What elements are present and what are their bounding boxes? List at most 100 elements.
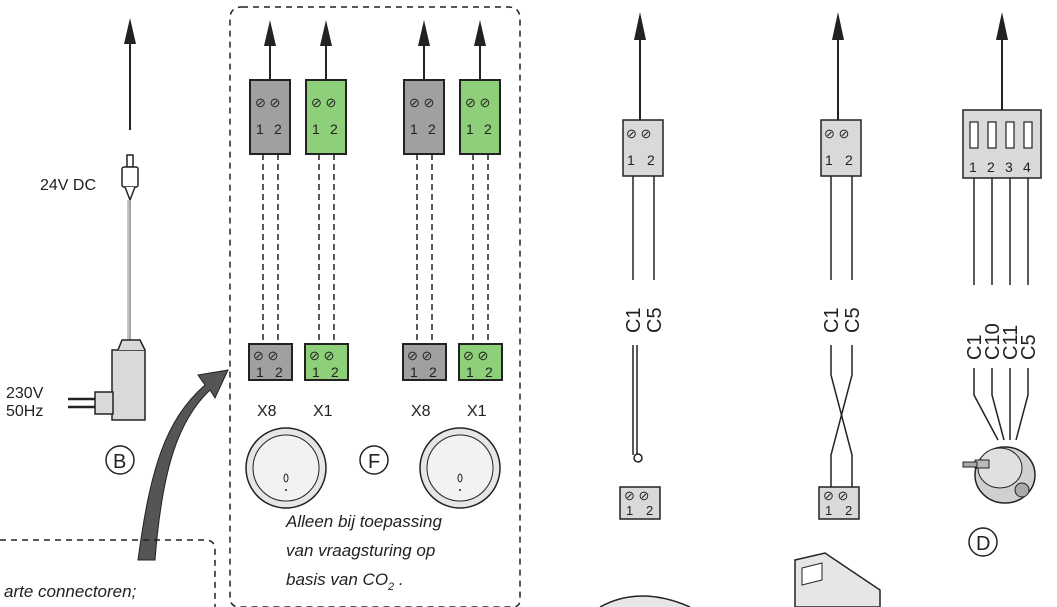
input-frequency-label: 50Hz [6,403,43,420]
connector-top [249,79,291,155]
svg-text:⊘ ⊘: ⊘ ⊘ [309,348,334,363]
svg-text:1: 1 [256,364,264,380]
connector-top [305,79,347,155]
svg-text:⊘ ⊘: ⊘ ⊘ [409,95,434,110]
wire-label-c1: C1 [821,307,843,333]
output-voltage-label: 24V DC [40,177,96,194]
svg-text:F: F [368,451,380,473]
svg-text:1: 1 [969,159,977,175]
arrow-up-icon [634,12,646,40]
svg-text:2: 2 [845,503,852,518]
connector-bottom [458,343,503,381]
wiring-b-bottom-connector [818,486,860,520]
svg-text:2: 2 [428,121,436,137]
wire-label-c5: C5 [842,307,864,333]
co2-group [229,6,521,607]
wiring-a-connector [622,119,664,177]
svg-text:2: 2 [275,364,283,380]
power-supply: 24V DC 230V 50Hz B [6,18,146,475]
svg-text:⊘ ⊘: ⊘ ⊘ [823,488,848,503]
svg-text:3: 3 [1005,159,1013,175]
arrow-up-icon [832,12,844,40]
svg-text:1: 1 [466,121,474,137]
arrow-up-icon [320,20,332,46]
wire-label-c1: C1 [623,307,645,333]
svg-text:⊘ ⊘: ⊘ ⊘ [626,126,651,141]
arrow-up-icon [996,12,1008,40]
wiring-a-bottom-connector [619,486,661,520]
input-voltage-label: 230V [6,385,44,402]
svg-text:⊘ ⊘: ⊘ ⊘ [253,348,278,363]
svg-text:1: 1 [825,152,833,168]
svg-text:2: 2 [429,364,437,380]
svg-text:B: B [113,451,126,473]
svg-text:2: 2 [647,152,655,168]
arrow-up-icon [418,20,430,46]
marker-f [359,445,389,475]
svg-text:1: 1 [626,503,633,518]
wiring-b-connector [820,119,862,177]
svg-text:⊘ ⊘: ⊘ ⊘ [463,348,488,363]
wiring-b: ⊘ ⊘ 1 2 C1 C5 ⊘ ⊘ 1 2 [794,12,881,607]
connector-top [403,79,445,155]
svg-text:1: 1 [312,364,320,380]
svg-text:D: D [976,533,990,555]
svg-text:1: 1 [256,121,264,137]
left-note-text: arte connectoren; [4,582,137,601]
co2-sensor-left [245,427,327,509]
co2-note-line3: basis van CO2 . [286,570,404,593]
svg-text:⊘ ⊘: ⊘ ⊘ [624,488,649,503]
connector-bottom [402,343,447,381]
co2-note-line2: van vraagsturing op [286,541,435,560]
wire-label-c5: C5 [1018,334,1040,360]
svg-text:⊘ ⊘: ⊘ ⊘ [407,348,432,363]
connector-name-label: X1 [467,403,487,420]
wire-label-c11: C11 [1000,325,1022,360]
svg-text:1: 1 [312,121,320,137]
connector-bottom [304,343,349,381]
svg-text:1: 1 [410,121,418,137]
connector-name-label: X1 [313,403,333,420]
svg-text:2: 2 [484,121,492,137]
connector-bottom [248,343,293,381]
svg-text:⊘ ⊘: ⊘ ⊘ [465,95,490,110]
svg-text:1: 1 [410,364,418,380]
svg-text:2: 2 [274,121,282,137]
co2-note-line1: Alleen bij toepassing [285,512,442,531]
arrow-up-icon [474,20,486,46]
svg-text:1: 1 [627,152,635,168]
left-note-box: arte connectoren; [0,539,216,607]
svg-text:2: 2 [485,364,493,380]
connector-name-label: X8 [257,403,277,420]
svg-text:⊘ ⊘: ⊘ ⊘ [255,95,280,110]
pointer-arrow [137,369,229,561]
marker-d [968,527,998,557]
connector-top [459,79,501,155]
wire-label-c1: C1 [964,334,986,360]
marker-b [105,445,135,475]
svg-text:⊘ ⊘: ⊘ ⊘ [311,95,336,110]
svg-text:⊘ ⊘: ⊘ ⊘ [824,126,849,141]
arrow-up-icon [124,18,136,44]
svg-text:4: 4 [1023,159,1031,175]
svg-text:2: 2 [646,503,653,518]
actuator-motor-icon [962,446,1036,504]
wire-label-c5: C5 [644,307,666,333]
svg-text:2: 2 [331,364,339,380]
connector-name-label: X8 [411,403,431,420]
svg-text:2: 2 [845,152,853,168]
wiring-a: ⊘ ⊘ 1 2 C1 C5 ⊘ ⊘ 1 2 [599,12,691,607]
svg-text:1: 1 [825,503,832,518]
wiring-d: 1 2 3 4 C1 C10 C11 C5 D [962,12,1042,557]
svg-text:2: 2 [987,159,995,175]
svg-text:1: 1 [466,364,474,380]
co2-sensor-right [419,427,501,509]
arrow-up-icon [264,20,276,46]
wire-label-c10: C10 [982,323,1004,360]
